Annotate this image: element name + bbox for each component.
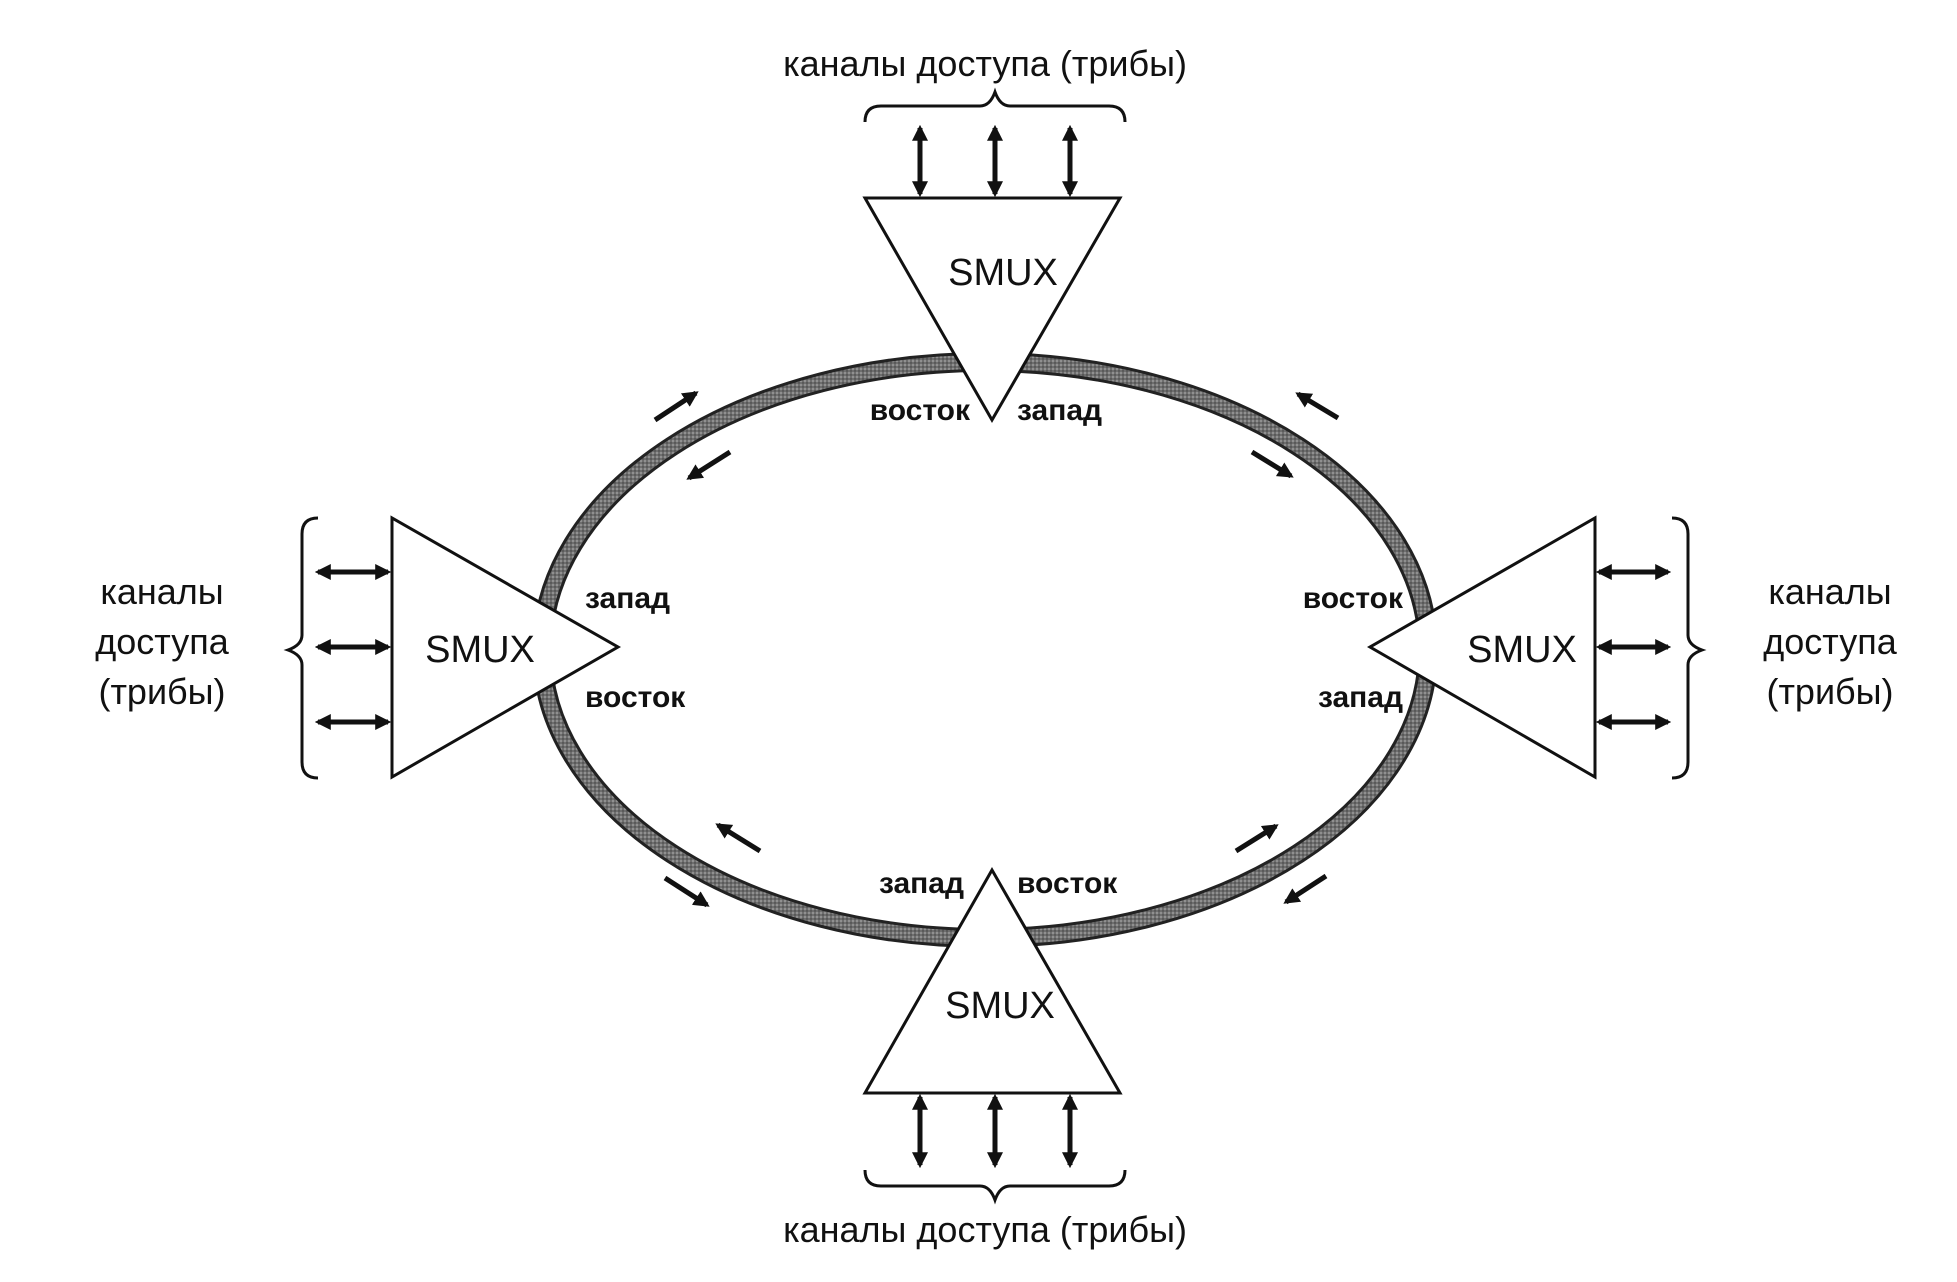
smux-label-left: SMUX: [425, 629, 535, 671]
tributary-arrows-top: [911, 124, 1079, 198]
smux-node-bottom: SMUX запад восток каналы доступа (трибы): [783, 866, 1187, 1250]
arrow-top-left-out: [653, 390, 699, 423]
tributary-caption-left-2: доступа: [95, 621, 229, 662]
brace-top: [863, 87, 1127, 123]
smux-label-top: SMUX: [948, 252, 1058, 294]
tributary-arrows-right: [1595, 563, 1672, 731]
east-label-top: восток: [870, 394, 971, 427]
arrow-top-right-out: [1250, 449, 1294, 479]
tributary-caption-right-3: (трибы): [1766, 671, 1893, 712]
smux-triangle-left: [390, 515, 622, 780]
arrow-bottom-left-out: [663, 875, 710, 908]
brace-left: [283, 516, 319, 780]
smux-triangle-right: [1366, 515, 1597, 780]
ring-direction-arrows: [653, 390, 1340, 908]
brace-bottom: [863, 1169, 1127, 1205]
tributary-caption-left-1: каналы: [100, 571, 223, 612]
smux-node-top: SMUX восток запад каналы доступа (трибы): [783, 43, 1187, 427]
smux-triangle-bottom: [862, 866, 1123, 1095]
west-label-right: запад: [1318, 681, 1403, 714]
smux-label-right: SMUX: [1467, 629, 1577, 671]
smux-label-bottom: SMUX: [945, 985, 1055, 1027]
smux-node-left: SMUX запад восток каналы доступа (трибы): [95, 515, 686, 780]
arrow-bottom-right-out: [1234, 823, 1279, 854]
east-label-left: восток: [585, 681, 686, 714]
tributary-caption-top: каналы доступа (трибы): [783, 43, 1187, 84]
ring: [535, 355, 1435, 945]
arrow-top-left-in: [686, 449, 732, 481]
tributary-caption-left-3: (трибы): [98, 671, 225, 712]
brace-right: [1671, 516, 1707, 780]
west-label-left: запад: [585, 582, 670, 615]
arrow-bottom-left-in: [715, 822, 762, 854]
east-label-right: восток: [1303, 582, 1404, 615]
arrow-top-right-in: [1295, 391, 1340, 421]
west-label-bottom: запад: [879, 867, 964, 900]
west-label-top: запад: [1017, 394, 1102, 427]
tributary-caption-bottom: каналы доступа (трибы): [783, 1209, 1187, 1250]
east-label-bottom: восток: [1017, 867, 1118, 900]
arrow-bottom-right-in: [1283, 873, 1328, 905]
smux-node-right: SMUX восток запад каналы доступа (трибы): [1303, 515, 1898, 780]
tributary-arrows-left: [314, 563, 392, 731]
tributary-arrows-bottom: [911, 1093, 1079, 1169]
tributary-caption-right-1: каналы: [1768, 571, 1891, 612]
smux-triangle-top: [862, 196, 1123, 424]
tributary-caption-right-2: доступа: [1763, 621, 1897, 662]
